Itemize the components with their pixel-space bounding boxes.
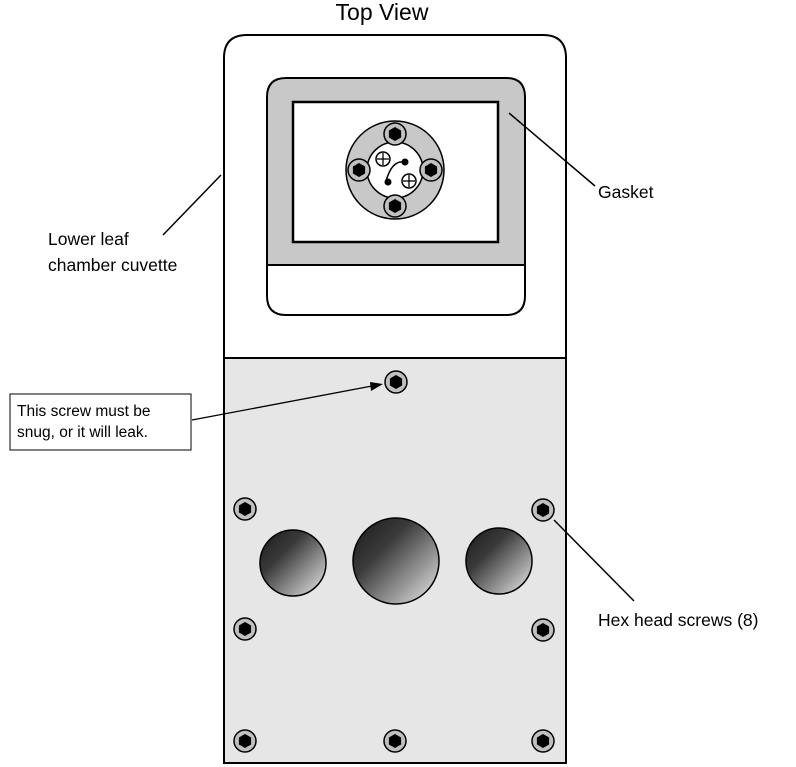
hex-screw-icon	[383, 729, 407, 753]
gasket-lower-section	[266, 264, 526, 316]
hex-screw-icon	[419, 158, 443, 182]
snug-screw-arrow	[191, 385, 373, 421]
hex-screw-icon	[347, 158, 371, 182]
hex-screw-icon	[383, 122, 407, 146]
plus-screw-icon	[401, 173, 417, 189]
plus-screw-icon	[375, 151, 391, 167]
hex-screws-leader	[553, 519, 635, 602]
sensor-center	[366, 141, 424, 199]
wire-end-dot	[384, 178, 392, 186]
port-hole-center	[352, 517, 440, 605]
hex-screw-icon	[383, 194, 407, 218]
wire-end-dot	[401, 158, 409, 166]
cuvette-label-line1: Lower leaf	[48, 229, 129, 249]
gasket-leader	[508, 112, 596, 187]
hex-screw-icon	[531, 729, 555, 753]
hex-screw-icon	[531, 498, 555, 522]
hex-screw-icon	[531, 618, 555, 642]
port-hole-left	[259, 529, 327, 597]
leak-warning-line1: This screw must be	[17, 403, 151, 420]
port-hole-right	[465, 527, 533, 595]
hex-screw-icon	[233, 617, 257, 641]
hex-screw-icon	[384, 370, 408, 394]
leak-warning-line2: snug, or it will leak.	[17, 424, 148, 441]
hex-screw-icon	[233, 729, 257, 753]
cuvette-leader	[162, 174, 222, 236]
diagram-title: Top View	[336, 0, 429, 25]
leak-warning-box	[9, 393, 192, 451]
hex-screws-label: Hex head screws (8)	[598, 610, 758, 630]
hex-screw-icon	[233, 497, 257, 521]
arrow-head-icon	[370, 382, 383, 391]
gasket-label: Gasket	[598, 182, 654, 202]
cuvette-label-line2: chamber cuvette	[48, 255, 177, 275]
